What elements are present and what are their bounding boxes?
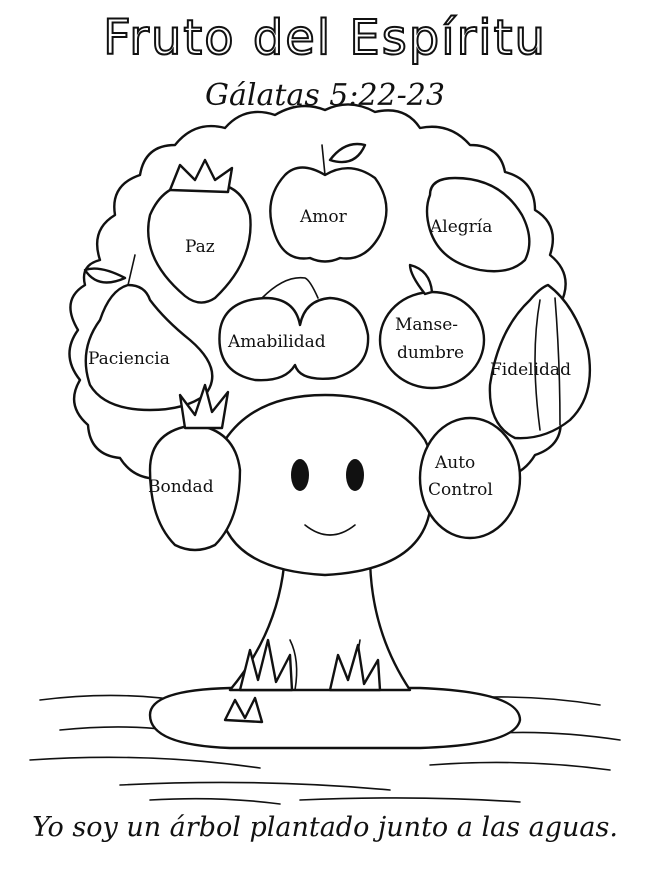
- grass-tufts: [223, 638, 382, 724]
- apple-fruit: Amor: [269, 142, 388, 263]
- label-fidelidad: Fidelidad: [490, 360, 571, 380]
- label-mansedumbre-1: Manse-: [395, 315, 458, 335]
- strawberry-fruit: Paz: [147, 158, 252, 304]
- kiwi-fruit: Auto Control: [418, 416, 522, 540]
- page-footer-caption: Yo soy un árbol plantado junto a las agu…: [32, 812, 618, 843]
- right-eye: [346, 459, 364, 491]
- label-amabilidad: Amabilidad: [227, 332, 326, 352]
- label-autocontrol-2: Control: [428, 480, 493, 500]
- label-autocontrol-1: Auto: [434, 453, 475, 473]
- label-bondad: Bondad: [148, 477, 214, 497]
- banana-fruit: Fidelidad: [488, 283, 592, 440]
- left-eye: [291, 459, 309, 491]
- tree-face: [214, 393, 436, 577]
- lemon-fruit: Alegría: [425, 176, 531, 273]
- label-paz: Paz: [185, 237, 215, 257]
- smile: [304, 524, 356, 536]
- label-amor: Amor: [299, 207, 348, 227]
- cherries-fruit: Amabilidad: [218, 276, 370, 382]
- pear-fruit: Paciencia: [83, 254, 214, 412]
- pond: [29, 686, 621, 805]
- orange-fruit: Manse- dumbre: [378, 263, 486, 390]
- page-subtitle: Gálatas 5:22-23: [205, 78, 445, 113]
- label-paciencia: Paciencia: [88, 349, 170, 369]
- pineapple-fruit: Bondad: [148, 383, 242, 552]
- page-title: Fruto del Espíritu: [102, 9, 547, 67]
- label-mansedumbre-2: dumbre: [397, 343, 464, 363]
- label-alegria: Alegría: [429, 217, 492, 237]
